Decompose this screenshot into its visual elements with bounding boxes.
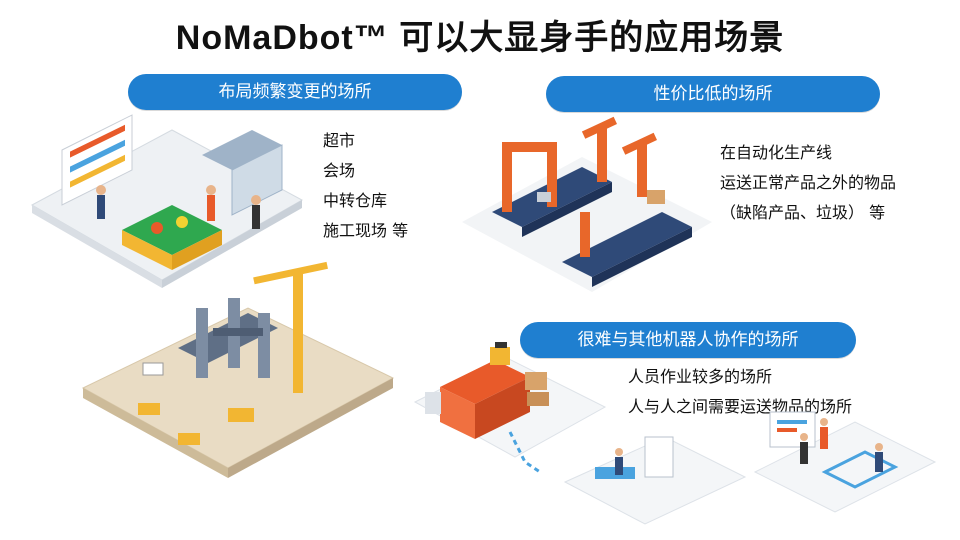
construction-site-illustration <box>81 261 395 478</box>
factory-robot-line-illustration <box>462 116 712 292</box>
heading-layout-changes-text: 布局频繁变更的场所 <box>218 82 372 102</box>
list-item: 人与人之间需要运送物品的场所 <box>628 397 853 416</box>
page-title: NoMaDbot™ 可以大显身手的应用场景 <box>175 19 785 57</box>
list-item: 运送正常产品之外的物品 <box>720 173 897 192</box>
list-item: 中转仓库 <box>323 191 388 210</box>
list-item: （缺陷产品、垃圾） 等 <box>720 203 886 222</box>
list-item: 施工现场 等 <box>323 221 409 240</box>
list-low-cost-performance: 在自动化生产线 运送正常产品之外的物品 （缺陷产品、垃圾） 等 <box>720 138 896 228</box>
list-hard-to-collaborate: 人员作业较多的场所 人与人之间需要运送物品的场所 <box>628 362 852 422</box>
supermarket-illustration <box>30 114 304 288</box>
list-item: 超市 <box>323 131 356 150</box>
heading-low-cost-performance-text: 性价比低的场所 <box>653 84 773 104</box>
logistics-office-illustration <box>413 342 937 525</box>
heading-layout-changes: 布局频繁变更的场所 <box>128 74 462 110</box>
heading-hard-to-collaborate-text: 很难与其他机器人协作的场所 <box>577 330 799 350</box>
list-item: 会场 <box>323 161 356 180</box>
list-layout-changes: 超市 会场 中转仓库 施工现场 等 <box>323 126 408 246</box>
heading-low-cost-performance: 性价比低的场所 <box>546 76 880 112</box>
heading-hard-to-collaborate: 很难与其他机器人协作的场所 <box>520 322 856 358</box>
list-item: 人员作业较多的场所 <box>628 367 773 386</box>
list-item: 在自动化生产线 <box>720 143 833 162</box>
